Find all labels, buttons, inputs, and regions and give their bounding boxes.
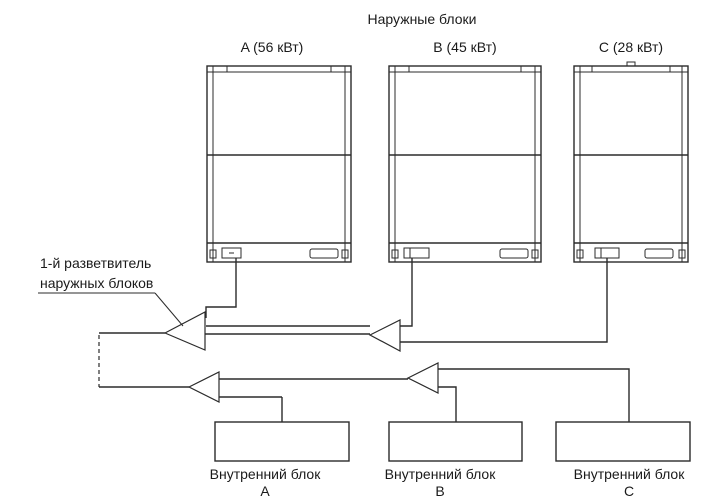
indoor-branch-2 (406, 362, 439, 394)
indoor-unit-b (388, 421, 523, 462)
indoor-unit-a-letter: A (260, 483, 270, 499)
outdoor-branch-1 (163, 311, 206, 351)
indoor-unit-c-label: Внутренний блок (574, 466, 686, 482)
outdoor-unit-c-label: C (28 кВт) (599, 39, 663, 55)
indoor-piping (187, 362, 630, 422)
outdoor-branch-2 (368, 319, 401, 352)
indoor-unit-b-label: Внутренний блок (385, 466, 497, 482)
outdoor-unit-a (206, 65, 352, 263)
indoor-unit-c (555, 421, 691, 462)
outdoor-unit-c (573, 61, 689, 263)
outdoor-units-title: Наружные блоки (368, 11, 477, 27)
indoor-branch-1 (187, 371, 220, 403)
outdoor-unit-b-label: B (45 кВт) (433, 39, 496, 55)
outdoor-unit-a-label: A (56 кВт) (241, 39, 304, 55)
branch-label-line2: наружных блоков (40, 275, 153, 291)
indoor-unit-c-letter: C (624, 483, 634, 499)
indoor-unit-a-label: Внутренний блок (210, 466, 322, 482)
indoor-unit-b-letter: B (435, 483, 444, 499)
first-branch-callout: 1-й разветвитель наружных блоков (38, 255, 184, 327)
branch-label-line1: 1-й разветвитель (40, 255, 151, 271)
outdoor-unit-b (388, 65, 542, 263)
outdoor-piping (99, 258, 608, 352)
indoor-unit-a (214, 421, 350, 462)
